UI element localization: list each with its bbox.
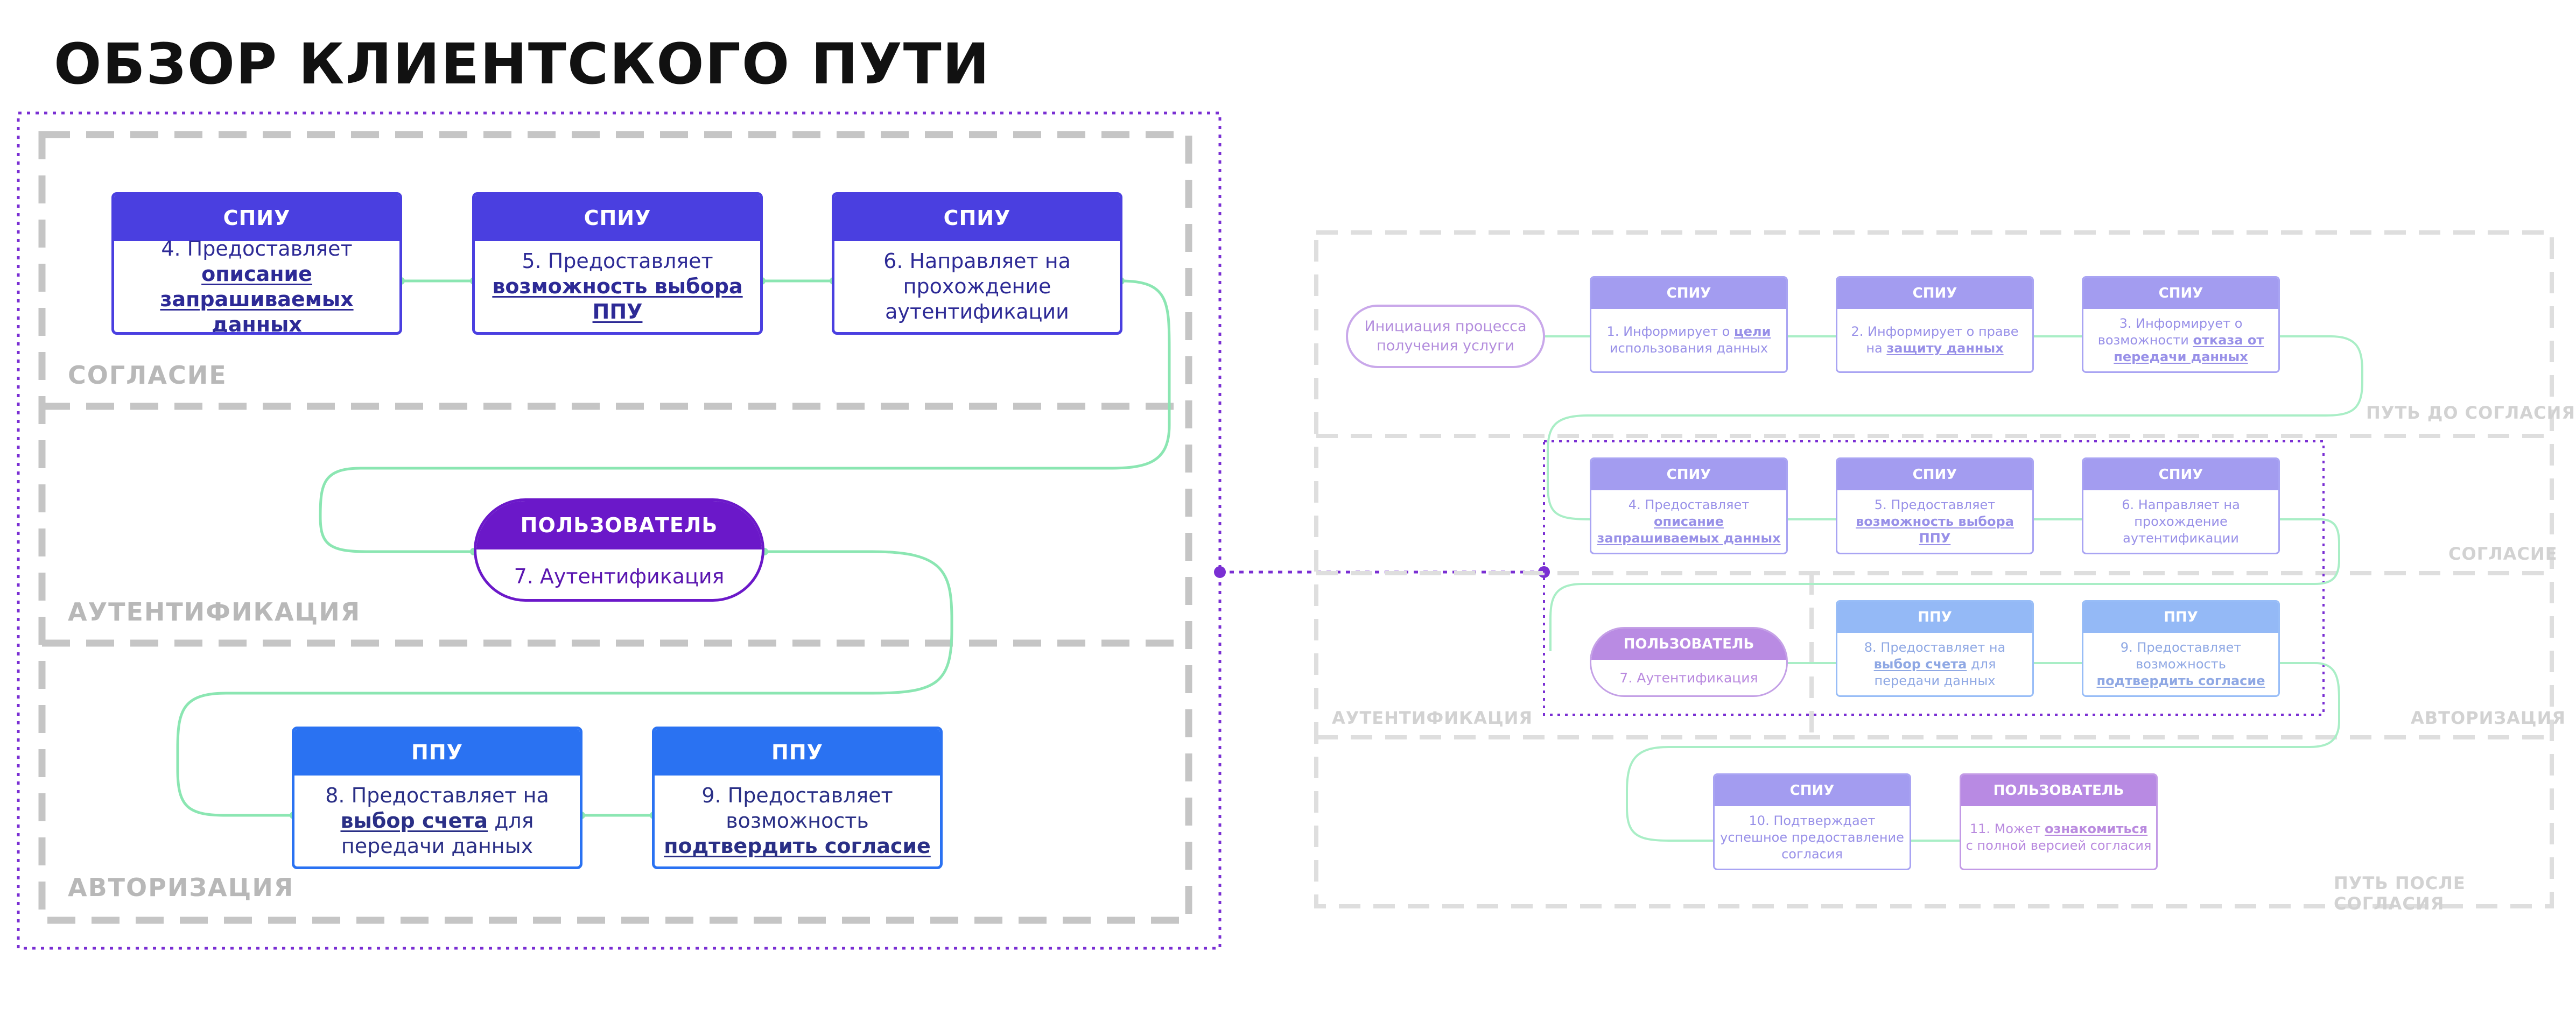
step-header: СПИУ	[1837, 278, 2032, 309]
left-zone-label-auth: АУТЕНТИФИКАЦИЯ	[68, 597, 361, 626]
right-init-pill[interactable]: Инициация процесса получения услуги	[1346, 305, 1545, 368]
right-step-7-user-pill[interactable]: ПОЛЬЗОВАТЕЛЬ 7. Аутентификация	[1590, 627, 1788, 697]
step-text: 7. Аутентификация	[1619, 669, 1758, 686]
step-header: СПИУ	[834, 195, 1120, 241]
step-header: ППУ	[2083, 602, 2278, 633]
step-header: ППУ	[655, 729, 940, 776]
right-step-4-card[interactable]: СПИУ 4. Предоставляет описание запрашива…	[1590, 457, 1788, 554]
left-connectors	[176, 279, 1171, 817]
left-selection-frame	[17, 111, 1222, 950]
link-dot-left	[1214, 566, 1226, 578]
right-step-1-card[interactable]: СПИУ 1. Информирует о цели использования…	[1590, 276, 1788, 373]
step-text: 10. Подтверждает успешное предоставление…	[1720, 813, 1904, 862]
right-step-2-card[interactable]: СПИУ 2. Информирует о праве на защиту да…	[1836, 276, 2034, 373]
right-selection-frame	[1543, 440, 2325, 716]
step-header: ППУ	[1837, 602, 2032, 633]
step-header: ПОЛЬЗОВАТЕЛЬ	[1961, 775, 2156, 806]
right-step-9-card[interactable]: ППУ 9. Предоставляет возможность подтвер…	[2082, 600, 2280, 697]
step-header: СПИУ	[1715, 775, 1910, 806]
step-header: ПОЛЬЗОВАТЕЛЬ	[476, 501, 762, 549]
right-outer-frame	[1314, 230, 2554, 908]
step-header: СПИУ	[1591, 459, 1786, 490]
step-text: 2. Информирует о праве на защиту данных	[1851, 324, 2019, 356]
step-header: ППУ	[294, 729, 580, 776]
step-text: 9. Предоставляет возможность подтвердить…	[2096, 639, 2265, 688]
right-connectors	[1545, 335, 2363, 842]
step-text: 1. Информирует о цели использования данн…	[1606, 324, 1771, 356]
step-text: 5. Предоставляет возможность выбора ППУ	[492, 249, 743, 323]
left-step-9-card[interactable]: ППУ 9. Предоставляет возможность подтвер…	[652, 727, 943, 869]
step-text: 4. Предоставляет описание запрашиваемых …	[1597, 497, 1781, 546]
step-text: 8. Предоставляет на выбор счета для пере…	[325, 784, 549, 858]
step-text: 3. Информирует о возможности отказа от п…	[2097, 315, 2264, 364]
right-zone-label-authz: АВТОРИЗАЦИЯ	[2411, 708, 2566, 728]
right-step-6-card[interactable]: СПИУ 6. Направляет на прохождение аутент…	[2082, 457, 2280, 554]
step-text: 8. Предоставляет на выбор счета для пере…	[1864, 639, 2006, 688]
step-header: СПИУ	[475, 195, 760, 241]
step-text: 9. Предоставляет возможность подтвердить…	[664, 784, 931, 858]
step-header: СПИУ	[2083, 459, 2278, 490]
step-header: ПОЛЬЗОВАТЕЛЬ	[1591, 629, 1786, 660]
step-header: СПИУ	[1837, 459, 2032, 490]
step-text: 6. Направляет на прохождение аутентифика…	[2122, 497, 2240, 546]
step-text: 11. Может ознакомиться с полной версией …	[1966, 821, 2152, 853]
left-zone-frames	[38, 131, 1192, 924]
left-step-5-card[interactable]: СПИУ 5. Предоставляет возможность выбора…	[472, 192, 763, 335]
right-zone-label-consent: СОГЛАСИЕ	[2448, 544, 2558, 564]
left-step-7-user-pill[interactable]: ПОЛЬЗОВАТЕЛЬ 7. Аутентификация	[474, 498, 764, 602]
right-step-8-card[interactable]: ППУ 8. Предоставляет на выбор счета для …	[1836, 600, 2034, 697]
step-header: СПИУ	[1591, 278, 1786, 309]
left-step-8-card[interactable]: ППУ 8. Предоставляет на выбор счета для …	[292, 727, 582, 869]
right-step-3-card[interactable]: СПИУ 3. Информирует о возможности отказа…	[2082, 276, 2280, 373]
right-step-11-card[interactable]: ПОЛЬЗОВАТЕЛЬ 11. Может ознакомиться с по…	[1960, 773, 2158, 870]
right-zone-frames	[1314, 230, 2554, 908]
left-zone-label-authz: АВТОРИЗАЦИЯ	[68, 873, 294, 902]
right-zone-label-auth: АУТЕНТИФИКАЦИЯ	[1332, 708, 1533, 728]
right-step-5-card[interactable]: СПИУ 5. Предоставляет возможность выбора…	[1836, 457, 2034, 554]
right-zone-label-pre-consent: ПУТЬ ДО СОГЛАСИЯ	[2366, 403, 2575, 423]
step-text: 6. Направляет на прохождение аутентифика…	[883, 249, 1071, 323]
left-zone-label-consent: СОГЛАСИЕ	[68, 361, 227, 390]
step-text: 4. Предоставляет описание запрашиваемых …	[160, 236, 354, 335]
step-text: 7. Аутентификация	[514, 565, 725, 588]
right-step-10-card[interactable]: СПИУ 10. Подтверждает успешное предостав…	[1713, 773, 1911, 870]
step-header: СПИУ	[2083, 278, 2278, 309]
page-title: ОБЗОР КЛИЕНТСКОГО ПУТИ	[54, 31, 991, 97]
left-step-6-card[interactable]: СПИУ 6. Направляет на прохождение аутент…	[832, 192, 1122, 335]
step-text: 5. Предоставляет возможность выбора ППУ	[1856, 497, 2014, 546]
left-step-4-card[interactable]: СПИУ 4. Предоставляет описание запрашива…	[111, 192, 402, 335]
right-zone-label-post-consent: ПУТЬ ПОСЛЕ СОГЛАСИЯ	[2334, 873, 2466, 914]
step-header: СПИУ	[114, 195, 399, 241]
